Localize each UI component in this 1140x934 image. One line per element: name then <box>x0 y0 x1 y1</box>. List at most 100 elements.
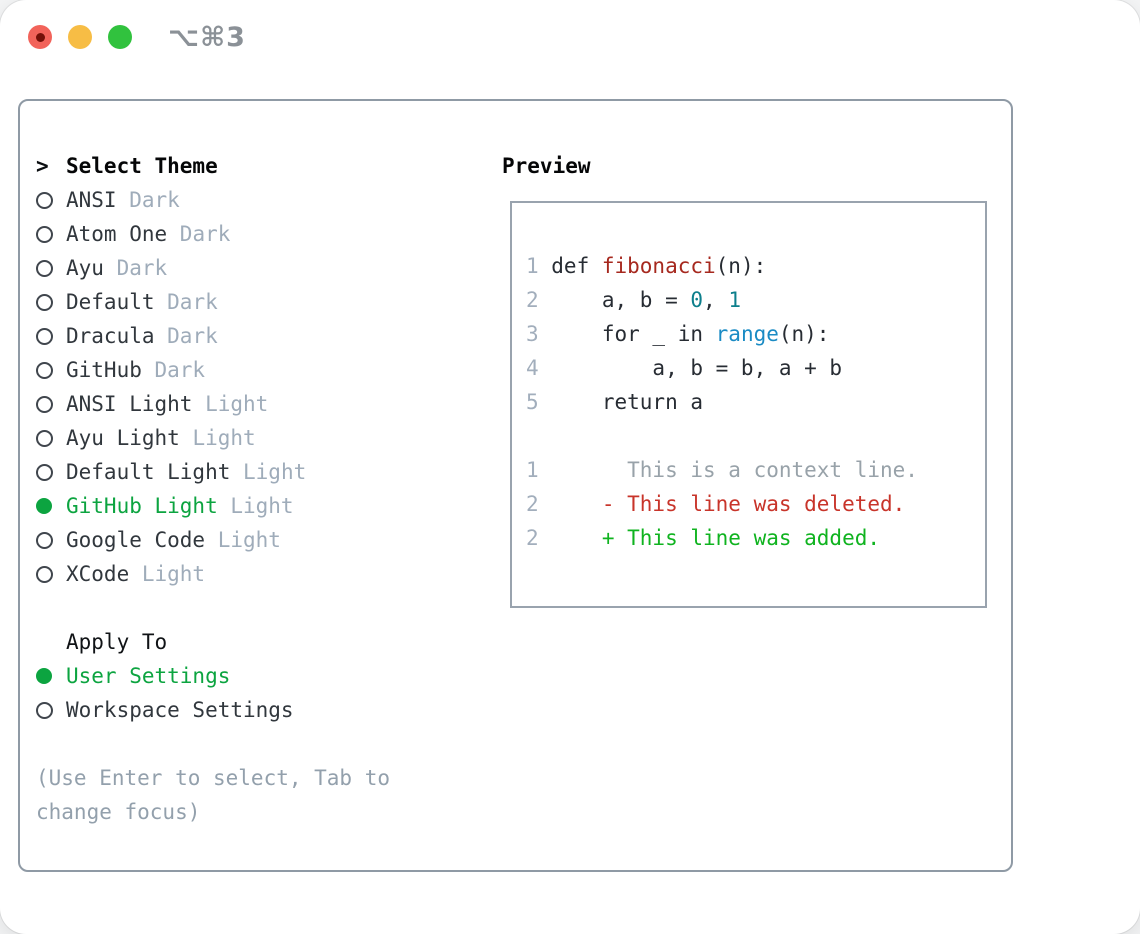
theme-name: Atom One <box>66 222 168 246</box>
theme-name: Google Code <box>66 528 206 552</box>
traffic-lights <box>28 25 132 49</box>
code-blank-line <box>526 419 969 453</box>
code-token: This is a context line. <box>551 458 918 482</box>
radio-unselected-icon <box>36 327 53 345</box>
theme-name: GitHub <box>66 358 142 382</box>
code-token: - This line was deleted. <box>551 492 906 516</box>
code-line: 1 This is a context line. <box>526 453 969 487</box>
code-line: 5 return a <box>526 385 969 419</box>
radio-unselected-icon <box>36 531 53 549</box>
unsaved-dot-icon <box>35 32 45 42</box>
radio-unselected-icon <box>36 293 53 311</box>
theme-option[interactable]: Atom One Dark <box>36 217 502 251</box>
apply-to-header: Apply To <box>36 625 502 659</box>
radio-unselected-icon <box>36 463 53 481</box>
code-token: 0 <box>690 288 704 312</box>
code-token: 1 <box>728 288 741 312</box>
code-token: + This line was added. <box>551 526 881 550</box>
code-token: a, b = <box>551 288 691 312</box>
theme-name: Default <box>66 290 155 314</box>
theme-option[interactable]: Default Dark <box>36 285 502 319</box>
radio-marker <box>36 327 66 345</box>
code-line: 4 a, b = b, a + b <box>526 351 969 385</box>
code-line: 2 + This line was added. <box>526 521 969 555</box>
theme-option[interactable]: Dracula Dark <box>36 319 502 353</box>
radio-marker <box>36 668 66 684</box>
hint-text: (Use Enter to select, Tab to change focu… <box>36 766 391 824</box>
apply-option[interactable]: Workspace Settings <box>36 693 502 727</box>
radio-marker <box>36 565 66 583</box>
code-token: def <box>551 254 602 278</box>
theme-variant-badge: Dark <box>167 290 218 314</box>
radio-marker <box>36 293 66 311</box>
preview-header: Preview <box>502 154 591 178</box>
apply-option-label: User Settings <box>66 664 231 688</box>
radio-unselected-icon <box>36 191 53 209</box>
theme-option[interactable]: Default Light Light <box>36 455 502 489</box>
theme-option[interactable]: Ayu Light Light <box>36 421 502 455</box>
code-token: a, b = b, a + b <box>551 356 843 380</box>
theme-name: ANSI <box>66 188 117 212</box>
line-number: 1 <box>526 458 539 482</box>
select-theme-header: > Select Theme <box>36 149 502 183</box>
theme-name: Default Light <box>66 460 231 484</box>
radio-unselected-icon <box>36 395 53 413</box>
code-line: 2 - This line was deleted. <box>526 487 969 521</box>
radio-marker <box>36 463 66 481</box>
code-line: 3 for _ in range(n): <box>526 317 969 351</box>
theme-variant-badge: Dark <box>179 222 231 246</box>
minimize-button[interactable] <box>68 25 92 49</box>
radio-unselected-icon <box>36 225 53 243</box>
theme-variant-badge: Dark <box>129 188 180 212</box>
theme-name: ANSI Light <box>66 392 193 416</box>
code-token: for _ in <box>551 322 716 346</box>
radio-marker <box>36 531 66 549</box>
apply-option-label: Workspace Settings <box>66 698 294 722</box>
theme-name: Dracula <box>66 324 155 348</box>
radio-selected-icon <box>36 498 52 514</box>
window-title: ⌥⌘3 <box>168 21 246 53</box>
theme-variant-badge: Light <box>243 460 307 484</box>
line-number: 3 <box>526 322 539 346</box>
close-button[interactable] <box>28 25 52 49</box>
theme-option[interactable]: GitHub Dark <box>36 353 502 387</box>
radio-unselected-icon <box>36 429 53 447</box>
theme-variant-badge: Light <box>217 528 281 552</box>
theme-name: GitHub Light <box>66 494 218 518</box>
focus-caret-icon: > <box>36 154 49 178</box>
radio-unselected-icon <box>36 259 53 277</box>
theme-name: Ayu Light <box>66 426 180 450</box>
theme-variant-badge: Dark <box>167 324 218 348</box>
radio-marker <box>36 429 66 447</box>
apply-option[interactable]: User Settings <box>36 659 502 693</box>
theme-variant-badge: Light <box>192 426 256 450</box>
theme-option[interactable]: ANSI Dark <box>36 183 502 217</box>
section-title: Select Theme <box>66 154 218 178</box>
radio-selected-icon <box>36 668 52 684</box>
theme-name: XCode <box>66 562 130 586</box>
line-number: 2 <box>526 288 539 312</box>
radio-marker <box>36 498 66 514</box>
radio-marker <box>36 191 66 209</box>
theme-variant-badge: Dark <box>154 358 206 382</box>
zoom-button[interactable] <box>108 25 132 49</box>
line-number: 2 <box>526 492 539 516</box>
theme-option[interactable]: Google Code Light <box>36 523 502 557</box>
code-token: (n): <box>715 254 767 278</box>
code-line: 2 a, b = 0, 1 <box>526 283 969 317</box>
titlebar: ⌥⌘3 <box>0 0 1140 74</box>
line-number: 5 <box>526 390 539 414</box>
